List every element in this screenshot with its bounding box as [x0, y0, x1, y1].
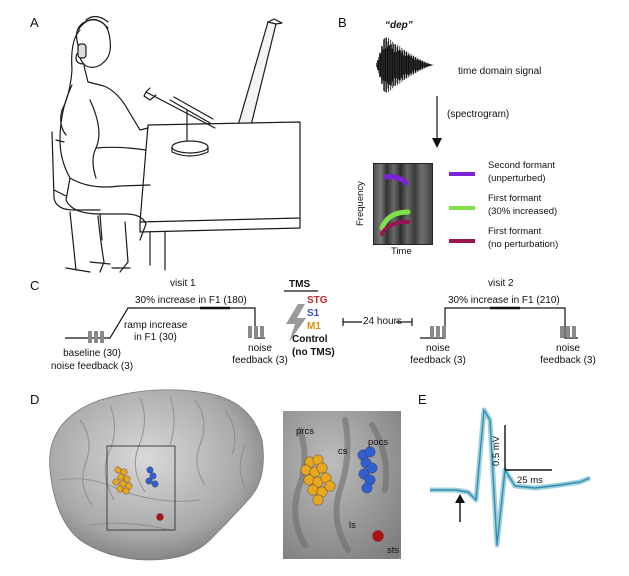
- stg-site: [156, 513, 164, 521]
- panel-e-letter: E: [418, 392, 427, 407]
- tms-title: TMS: [289, 279, 311, 290]
- m1-site: [304, 456, 316, 468]
- m1-site: [114, 466, 122, 474]
- ramp-label-line1: ramp increase: [124, 320, 188, 331]
- noise2-label-line2: feedback (3): [410, 355, 466, 366]
- spectrogram: [373, 163, 433, 245]
- m1-site: [312, 476, 324, 488]
- panel-a-letter: A: [30, 15, 39, 30]
- interval-label: 24 hours: [363, 316, 402, 327]
- tms-m1: M1: [307, 321, 321, 332]
- legend-swatch-second-formant: [449, 172, 475, 176]
- ramp-label-line2: in F1 (30): [134, 332, 177, 343]
- visit2-label: visit 2: [488, 278, 514, 289]
- visit2-increase-label: 30% increase in F1 (210): [448, 295, 560, 306]
- s1-site: [146, 466, 154, 474]
- tms-stg: STG: [307, 295, 328, 306]
- mep-trace-shade: [430, 407, 591, 548]
- panel-c-letter: C: [30, 278, 40, 293]
- microphone-stand: [145, 91, 216, 129]
- tms-control-line2: (no TMS): [292, 347, 335, 358]
- legend-first-formant-baseline-line1: First formant: [488, 226, 542, 237]
- stg-site: [372, 530, 384, 542]
- s1-site: [364, 446, 376, 458]
- m1-site: [112, 478, 120, 486]
- time-domain-label: time domain signal: [458, 66, 542, 77]
- noise2-label-line1: noise: [426, 343, 450, 354]
- mep-trace: [430, 409, 591, 546]
- label-ls: ls: [349, 520, 356, 531]
- s1-site: [361, 482, 373, 494]
- noise1-label-line1: noise: [248, 343, 272, 354]
- m1-site: [303, 474, 315, 486]
- spectrogram-label: (spectrogram): [447, 109, 510, 120]
- m1-site: [117, 473, 125, 481]
- noise3-label-line2: feedback (3): [540, 355, 596, 366]
- m1-site: [307, 484, 319, 496]
- legend-first-formant-shifted-line1: First formant: [488, 193, 542, 204]
- baseline-label-line2: noise feedback (3): [50, 361, 134, 372]
- chair: [51, 131, 101, 211]
- tms-s1: S1: [307, 308, 320, 319]
- m1-site: [120, 468, 128, 476]
- panel-b-letter: B: [338, 15, 347, 30]
- m1-site: [122, 487, 130, 495]
- s1-site: [364, 474, 376, 486]
- stimulus-arrow-icon: [455, 494, 465, 503]
- baseline-label-line1: baseline (30): [63, 348, 121, 359]
- legend-first-formant-shifted-line2: (30% increased): [488, 206, 558, 217]
- legend-first-formant-baseline-line2: (no perturbation): [488, 239, 559, 250]
- s1-site: [357, 449, 369, 461]
- label-sts: sts: [387, 545, 400, 556]
- time-axis-label: Time: [391, 246, 412, 257]
- scale-voltage-label: 0.5 mV: [491, 435, 502, 466]
- desk: [139, 121, 301, 223]
- s1-site: [358, 468, 370, 480]
- m1-site: [309, 466, 321, 478]
- m1-site: [312, 494, 324, 506]
- scale-time-label: 25 ms: [517, 475, 543, 486]
- person-head: [75, 19, 111, 68]
- m1-site: [116, 485, 124, 493]
- legend-swatch-first-formant-baseline: [449, 239, 475, 243]
- m1-site: [316, 486, 328, 498]
- frequency-axis-label: Frequency: [355, 181, 366, 226]
- visit1-increase-label: 30% increase in F1 (180): [135, 295, 247, 306]
- label-prcs: prcs: [296, 426, 314, 437]
- label-cs: cs: [338, 446, 348, 457]
- m1-site: [123, 475, 131, 483]
- m1-site: [119, 480, 127, 488]
- legend-second-formant-line1: Second formant: [488, 160, 556, 171]
- s1-site: [366, 462, 378, 474]
- zoom-box: [106, 445, 176, 531]
- noise3-label-line1: noise: [556, 343, 580, 354]
- m1-site: [125, 482, 133, 490]
- legend-second-formant-line2: (unperturbed): [488, 173, 546, 184]
- m1-site: [316, 462, 328, 474]
- brain-hemisphere: [49, 389, 264, 561]
- noise1-label-line2: feedback (3): [232, 355, 288, 366]
- s1-site: [360, 457, 372, 469]
- spoken-word: “dep”: [385, 20, 413, 31]
- panel-d-letter: D: [30, 392, 40, 407]
- s1-site: [149, 472, 157, 480]
- m1-site: [324, 480, 336, 492]
- s1-site: [151, 480, 159, 488]
- m1-site: [320, 472, 332, 484]
- visit1-label: visit 1: [170, 278, 196, 289]
- tms-control-line1: Control: [292, 334, 328, 345]
- monitor: [227, 21, 277, 171]
- m1-site: [312, 454, 324, 466]
- m1-site: [300, 464, 312, 476]
- legend-swatch-first-formant-shifted: [449, 206, 475, 210]
- s1-site: [145, 477, 153, 485]
- label-pocs: pocs: [368, 437, 389, 448]
